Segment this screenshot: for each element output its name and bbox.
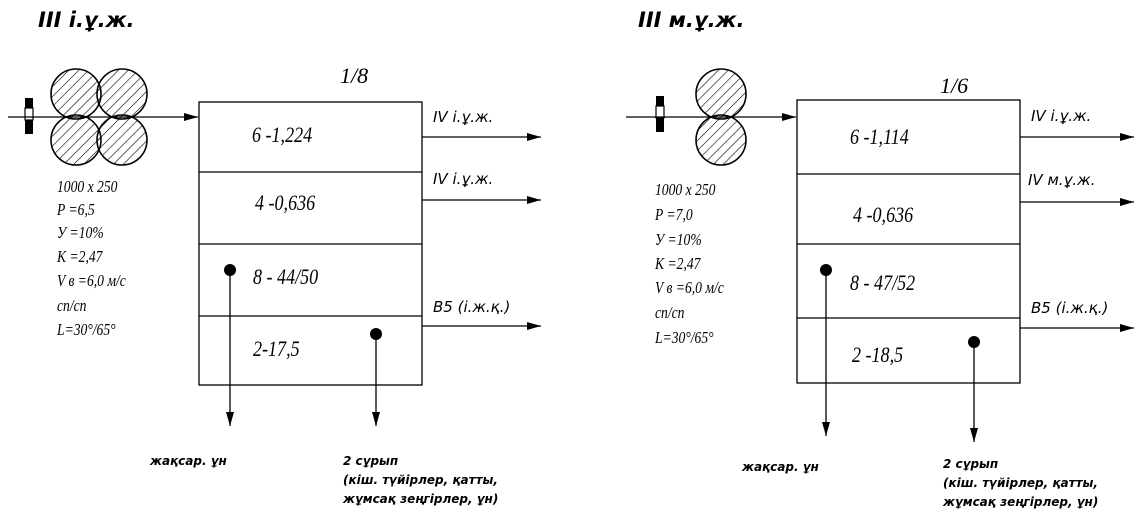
product-label-right: 2 сұрып (кіш. түйірлер, қатты, жұмсақ зе… xyxy=(943,457,1099,509)
param-line: У =10% xyxy=(57,223,104,242)
cell-label: 2 -18,5 xyxy=(852,342,904,367)
scheme-label: 1/8 xyxy=(340,63,369,88)
scheme-panel-left: III і.ұ.ж. 1/8 6 -1,224 4 -0,636 8 - 44/… xyxy=(8,8,541,506)
scheme-panel-right: III м.ұ.ж. 1/6 6 -1,114 4 -0,636 8 - 47/… xyxy=(600,0,1138,519)
product-label-left: жақсар. ұн xyxy=(742,460,819,474)
param-line: P =7,0 xyxy=(655,205,693,224)
cell-label: 4 -0,636 xyxy=(255,190,316,215)
cell-label: 4 -0,636 xyxy=(853,202,914,227)
outlet-label: B5 (і.ж.қ.) xyxy=(1031,299,1109,317)
outlet-label: B5 (і.ж.қ.) xyxy=(433,298,511,316)
param-line: K =2,47 xyxy=(57,247,103,266)
param-line: L=30°/65° xyxy=(655,328,714,347)
param-line: 1000 x 250 xyxy=(655,180,716,199)
rolls-icon xyxy=(695,68,747,166)
param-line: 1000 x 250 xyxy=(57,177,118,196)
rolls-icon xyxy=(50,68,148,166)
panel-title: III м.ұ.ж. xyxy=(638,8,745,32)
cell-label: 6 -1,114 xyxy=(850,124,909,149)
param-line: V в =6,0 м/с xyxy=(655,278,724,297)
product-label-right: 2 сұрып (кіш. түйірлер, қатты, жұмсақ зе… xyxy=(343,454,499,506)
param-line: P =6,5 xyxy=(57,200,95,219)
param-line: У =10% xyxy=(655,230,702,249)
outlet-label: IV і.ұ.ж. xyxy=(1031,107,1092,125)
inlet-block-icon xyxy=(655,96,665,132)
scheme-drawing xyxy=(8,68,541,426)
product-label-left: жақсар. ұн xyxy=(150,454,227,468)
scheme-label: 1/6 xyxy=(940,73,969,98)
cell-label: 8 - 44/50 xyxy=(253,264,319,289)
sieve-box xyxy=(796,99,1021,384)
outlet-label: IV і.ұ.ж. xyxy=(433,170,494,188)
cell-label: 2-17,5 xyxy=(253,336,300,361)
scheme-drawing xyxy=(626,68,1134,442)
outlet-label: IV м.ұ.ж. xyxy=(1028,171,1096,189)
outlet-label: IV і.ұ.ж. xyxy=(433,108,494,126)
cell-label: 8 - 47/52 xyxy=(850,270,916,295)
panel-title: III і.ұ.ж. xyxy=(38,8,135,32)
sieve-box xyxy=(198,101,423,386)
param-line: V в =6,0 м/с xyxy=(57,271,126,290)
param-line: сп/сп xyxy=(57,296,87,315)
inlet-block-icon xyxy=(24,98,34,134)
param-line: сп/сп xyxy=(655,303,685,322)
param-line: K =2,47 xyxy=(655,254,701,273)
param-line: L=30°/65° xyxy=(57,320,116,339)
cell-label: 6 -1,224 xyxy=(252,122,313,147)
